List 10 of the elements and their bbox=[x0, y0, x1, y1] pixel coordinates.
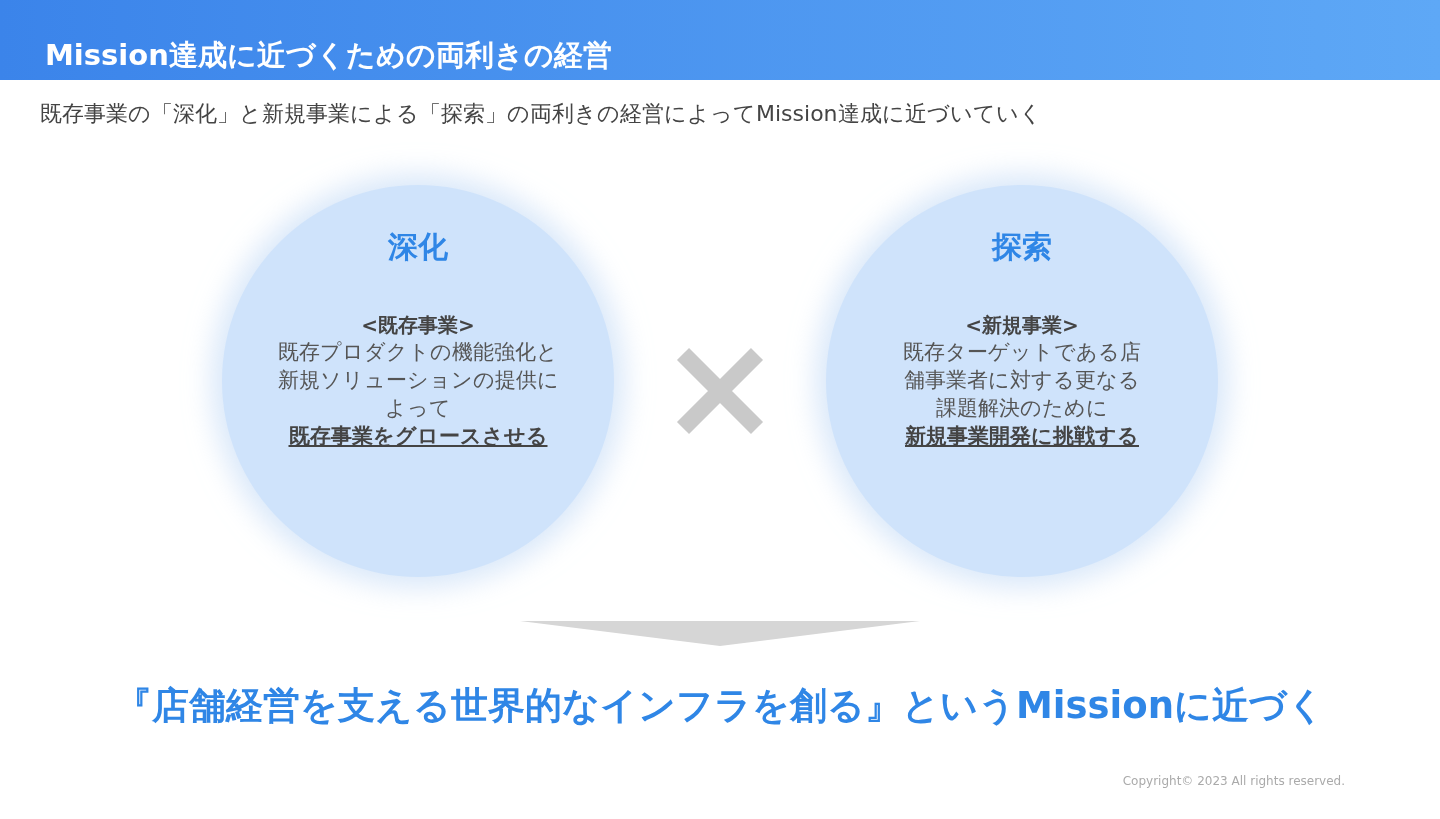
circle-body: 既存プロダクトの機能強化と新規ソリューションの提供によって既存事業をグロースさせる bbox=[276, 339, 560, 450]
circle-heading: 探索 bbox=[990, 228, 1053, 266]
title: Mission達成に近づくための両利きの経営 bbox=[45, 37, 612, 74]
lead-sentence: 既存事業の「深化」と新規事業による「探索」の両利きの経営によってMission達成に近づいていく bbox=[40, 100, 1042, 128]
circle-subheading: <既存事業> bbox=[360, 312, 476, 339]
circle-heading: 深化 bbox=[387, 228, 449, 266]
circle-body: 既存ターゲットである店舗事業者に対する更なる課題解決のために新規事業開発に挑戦する bbox=[902, 339, 1142, 450]
circle-subheading: <新規事業> bbox=[964, 312, 1080, 339]
mission-statement: 『店舗経営を支える世界的なインフラを創る』というMissionに近づく bbox=[114, 683, 1326, 729]
copyright-note: Copyright© 2023 All rights reserved. bbox=[1122, 774, 1345, 788]
